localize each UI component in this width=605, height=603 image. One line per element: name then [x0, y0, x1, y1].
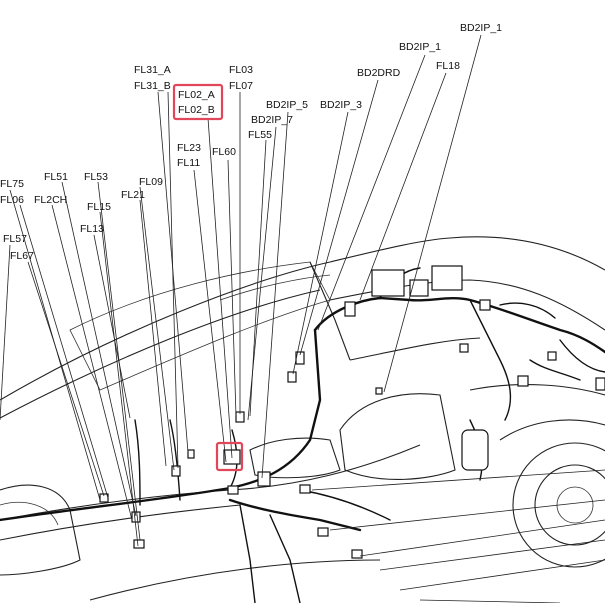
vehicle-body-outline — [0, 236, 605, 601]
label-fl31-a: FL31_A — [134, 64, 171, 76]
label-fl15: FL15 — [87, 201, 111, 213]
highlight-box-connector-fl02 — [215, 441, 244, 472]
label-fl07: FL07 — [229, 80, 253, 92]
label-fl13: FL13 — [80, 223, 104, 235]
label-bd2drd: BD2DRD — [357, 67, 401, 79]
relay-box — [431, 265, 463, 291]
label-bd2ip-1: BD2IP_1 — [399, 41, 441, 53]
label-fl03: FL03 — [229, 64, 253, 76]
label-fl21: FL21 — [121, 189, 145, 201]
label-fl67: FL67 — [10, 250, 34, 262]
label-fl18: FL18 — [436, 60, 460, 72]
label-fl02-b: FL02_B — [178, 104, 215, 116]
label-fl02-a: FL02_A — [178, 89, 215, 101]
label-bd2ip-1-top: BD2IP_1 — [460, 22, 502, 34]
wiring-harness — [0, 267, 605, 603]
components — [99, 265, 605, 559]
highlight-box-label-fl02 — [172, 83, 224, 121]
label-fl60: FL60 — [212, 146, 236, 158]
label-fl11: FL11 — [177, 157, 200, 169]
label-fl51: FL51 — [44, 171, 68, 183]
junction-block — [371, 269, 405, 297]
label-fl75: FL75 — [0, 178, 24, 190]
label-bd2ip-7: BD2IP_7 — [251, 114, 293, 126]
connector-labels: BD2IP_1 BD2IP_1 FL18 BD2DRD FL31_A FL31_… — [0, 22, 502, 262]
label-fl55: FL55 — [248, 129, 272, 141]
label-fl31-b: FL31_B — [134, 80, 171, 92]
label-bd2ip-3: BD2IP_3 — [320, 99, 362, 111]
label-fl23: FL23 — [177, 142, 201, 154]
label-bd2ip-5: BD2IP_5 — [266, 99, 308, 111]
leader-lines — [0, 34, 605, 603]
label-fl2ch: FL2CH — [34, 194, 67, 206]
label-fl09: FL09 — [139, 176, 163, 188]
label-fl53: FL53 — [84, 171, 108, 183]
label-fl57: FL57 — [3, 233, 27, 245]
label-fl06: FL06 — [0, 194, 24, 206]
